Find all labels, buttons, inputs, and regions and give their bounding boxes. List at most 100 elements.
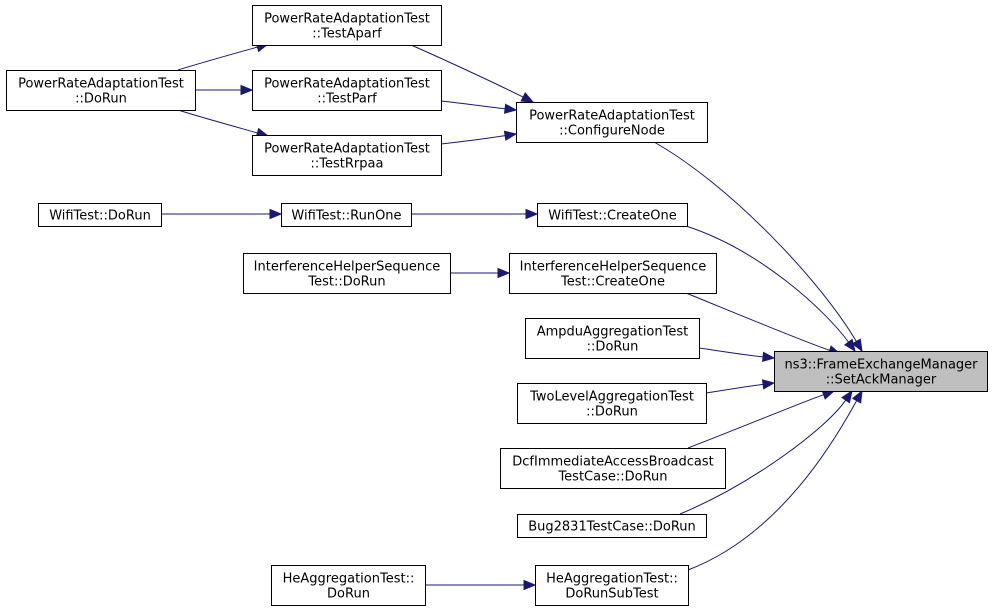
node-label-line: ::DoRun: [587, 340, 639, 355]
edge-line: [687, 400, 858, 571]
node-wifitest-dorun[interactable]: WifiTest::DoRun: [38, 203, 162, 227]
node-label-line: WifiTest::RunOne: [291, 209, 401, 224]
edge-line: [440, 135, 506, 145]
node-label-line: ::TestRrpaa: [311, 157, 384, 172]
edge-pra_dorun-to-testrrpaa: [177, 109, 270, 138]
edge-line: [685, 225, 849, 343]
node-box: [774, 351, 988, 392]
arrowhead-icon: [761, 379, 776, 390]
edge-line: [705, 383, 764, 394]
edge-pra_dorun-to-testparf: [195, 84, 254, 96]
node-label-line: Bug2831TestCase::DoRun: [528, 520, 696, 535]
edge-pra_dorun-to-testaparf: [177, 42, 270, 71]
edge-wifitest_dorun-to-wifitest_runone: [161, 208, 283, 220]
arrowhead-icon: [503, 130, 518, 141]
edge-line: [679, 399, 847, 515]
arrowhead-icon: [520, 92, 535, 103]
node-label-line: PowerRateAdaptationTest: [264, 12, 430, 27]
edge-dcf_dorun-to-setackmanager: [687, 389, 836, 449]
node-label-line: PowerRateAdaptationTest: [529, 109, 695, 124]
node-box: [281, 203, 412, 227]
node-label-line: Test::CreateOne: [560, 275, 665, 290]
edge-line: [698, 347, 764, 358]
node-label-line: ::DoRun: [75, 92, 127, 107]
edge-configurenode-to-setackmanager: [653, 141, 863, 353]
edges-layer: [161, 42, 863, 591]
node-box: [252, 5, 442, 46]
node-box: [517, 514, 707, 538]
node-heagg-dorun[interactable]: HeAggregationTest::DoRun: [271, 565, 426, 606]
node-box: [271, 565, 426, 606]
arrowhead-icon: [497, 267, 511, 279]
node-label-line: InterferenceHelperSequence: [254, 260, 441, 275]
edge-line: [177, 109, 258, 134]
node-box: [252, 135, 442, 176]
node-heagg-dorunsubtest[interactable]: HeAggregationTest::DoRunSubTest: [535, 565, 689, 606]
edge-testaparf-to-configurenode: [410, 44, 535, 103]
node-label-line: WifiTest::CreateOne: [548, 209, 676, 224]
node-testparf[interactable]: PowerRateAdaptationTest::TestParf: [252, 70, 442, 111]
edge-ihs_createone-to-setackmanager: [685, 292, 842, 356]
node-label-line: TestCase::DoRun: [557, 470, 667, 485]
edge-line: [177, 46, 258, 71]
node-testrrpaa[interactable]: PowerRateAdaptationTest::TestRrpaa: [252, 135, 442, 176]
node-label-line: ::DoRun: [586, 405, 638, 420]
edge-testparf-to-configurenode: [440, 100, 518, 114]
node-label-line: AmpduAggregationTest: [537, 325, 688, 340]
edge-ampdu_dorun-to-setackmanager: [698, 347, 776, 363]
arrowhead-icon: [503, 103, 518, 114]
node-label-line: ns3::FrameExchangeManager: [784, 358, 978, 373]
node-box: [525, 318, 700, 359]
node-label-line: InterferenceHelperSequence: [520, 260, 707, 275]
node-ampdu-dorun[interactable]: AmpduAggregationTest::DoRun: [525, 318, 700, 359]
edge-line: [687, 394, 824, 449]
node-twolevel-dorun[interactable]: TwoLevelAggregationTest::DoRun: [517, 383, 707, 424]
node-label-line: HeAggregationTest::: [546, 572, 678, 587]
node-label-line: ::ConfigureNode: [559, 124, 665, 139]
node-wifitest-runone[interactable]: WifiTest::RunOne: [281, 203, 412, 227]
node-box: [537, 203, 688, 227]
arrowhead-icon: [762, 351, 776, 363]
arrowhead-icon: [525, 208, 539, 220]
node-box: [252, 70, 442, 111]
node-ihs-createone[interactable]: InterferenceHelperSequenceTest::CreateOn…: [509, 253, 717, 294]
node-box: [509, 253, 717, 294]
node-dcf-dorun[interactable]: DcfImmediateAccessBroadcastTestCase::DoR…: [500, 448, 726, 489]
node-pra-dorun[interactable]: PowerRateAdaptationTest::DoRun: [6, 70, 196, 111]
node-label-line: ::TestParf: [317, 92, 377, 107]
node-label-line: Test::DoRun: [307, 275, 385, 290]
node-wifitest-createone[interactable]: WifiTest::CreateOne: [537, 203, 688, 227]
node-label-line: PowerRateAdaptationTest: [264, 77, 430, 92]
node-box: [535, 565, 689, 606]
node-label-line: DoRun: [327, 587, 370, 602]
node-testaparf[interactable]: PowerRateAdaptationTest::TestAparf: [252, 5, 442, 46]
edge-bug2831_dorun-to-setackmanager: [679, 389, 853, 515]
node-box: [38, 203, 162, 227]
arrowhead-icon: [851, 338, 863, 353]
node-configurenode[interactable]: PowerRateAdaptationTest::ConfigureNode: [516, 102, 708, 143]
node-label-line: ::SetAckManager: [826, 373, 937, 388]
node-box: [500, 448, 726, 489]
arrowhead-icon: [269, 208, 283, 220]
node-label-line: HeAggregationTest::: [283, 572, 415, 587]
edge-wifitest_runone-to-wifitest_createone: [411, 208, 539, 220]
nodes-layer: PowerRateAdaptationTest::DoRunPowerRateA…: [6, 5, 988, 606]
arrowhead-icon: [851, 389, 863, 404]
edge-heagg_dorunsubtest-to-setackmanager: [687, 389, 863, 571]
arrowhead-icon: [843, 338, 856, 353]
edge-heagg_dorun-to-heagg_dorunsubtest: [425, 579, 537, 591]
node-label-line: PowerRateAdaptationTest: [264, 142, 430, 157]
node-box: [6, 70, 196, 111]
arrowhead-icon: [841, 389, 853, 404]
edge-testrrpaa-to-configurenode: [440, 130, 518, 145]
node-setackmanager: ns3::FrameExchangeManager::SetAckManager: [774, 351, 988, 392]
arrowhead-icon: [240, 84, 254, 96]
node-label-line: DcfImmediateAccessBroadcast: [512, 455, 713, 470]
node-label-line: WifiTest::DoRun: [49, 209, 151, 224]
node-label-line: TwoLevelAggregationTest: [529, 390, 694, 405]
node-label-line: PowerRateAdaptationTest: [18, 77, 184, 92]
edge-line: [685, 292, 830, 351]
node-bug2831-dorun[interactable]: Bug2831TestCase::DoRun: [517, 514, 707, 538]
edge-line: [410, 44, 524, 98]
